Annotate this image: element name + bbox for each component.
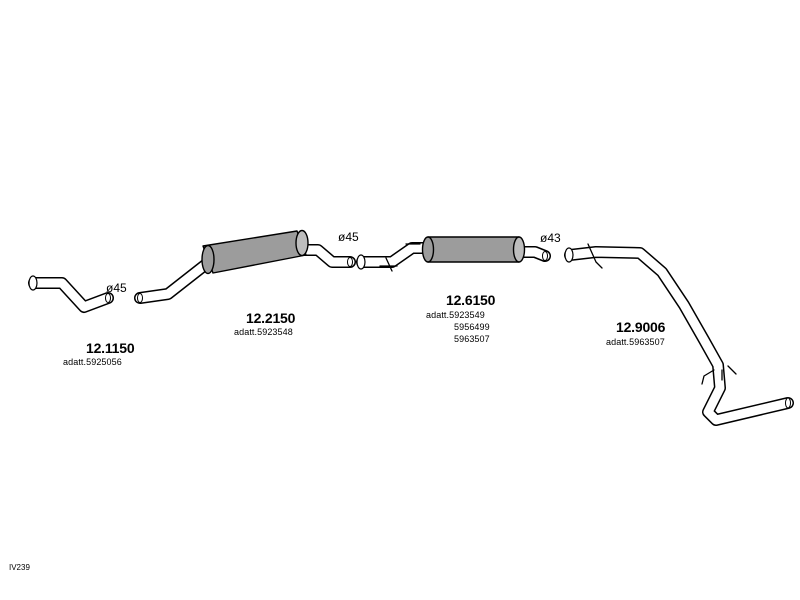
diagram-code: IV239: [9, 563, 30, 572]
part-code: 12.2150: [246, 310, 296, 326]
part-reference: adatt.5963507: [606, 337, 665, 347]
part-reference: adatt.5925056: [63, 357, 122, 367]
front-pipe-flange: [28, 275, 38, 291]
intermediate-pipe-clamp: [379, 257, 398, 272]
tail-pipe: [564, 243, 794, 426]
centre-silencer-body: [202, 230, 307, 274]
part-code: 12.1150: [86, 340, 135, 356]
diameter-label: ø45: [338, 230, 359, 244]
tail-pipe-clamp: [587, 243, 603, 269]
centre-silencer: [134, 229, 356, 304]
diameter-label: ø45: [106, 281, 127, 295]
diameter-label: ø43: [540, 231, 561, 245]
part-reference: 5963507: [454, 334, 490, 344]
part-code: 12.6150: [446, 292, 496, 308]
part-reference: adatt.5923548: [234, 327, 293, 337]
tail-pipe-hanger: [701, 365, 737, 385]
intermediate-silencer-body: [427, 236, 520, 263]
part-reference: adatt.5923549: [426, 310, 485, 320]
intermediate-silencer: [356, 236, 551, 272]
part-reference: 5956499: [454, 322, 490, 332]
front-pipe: [28, 275, 114, 313]
part-code: 12.9006: [616, 319, 666, 335]
